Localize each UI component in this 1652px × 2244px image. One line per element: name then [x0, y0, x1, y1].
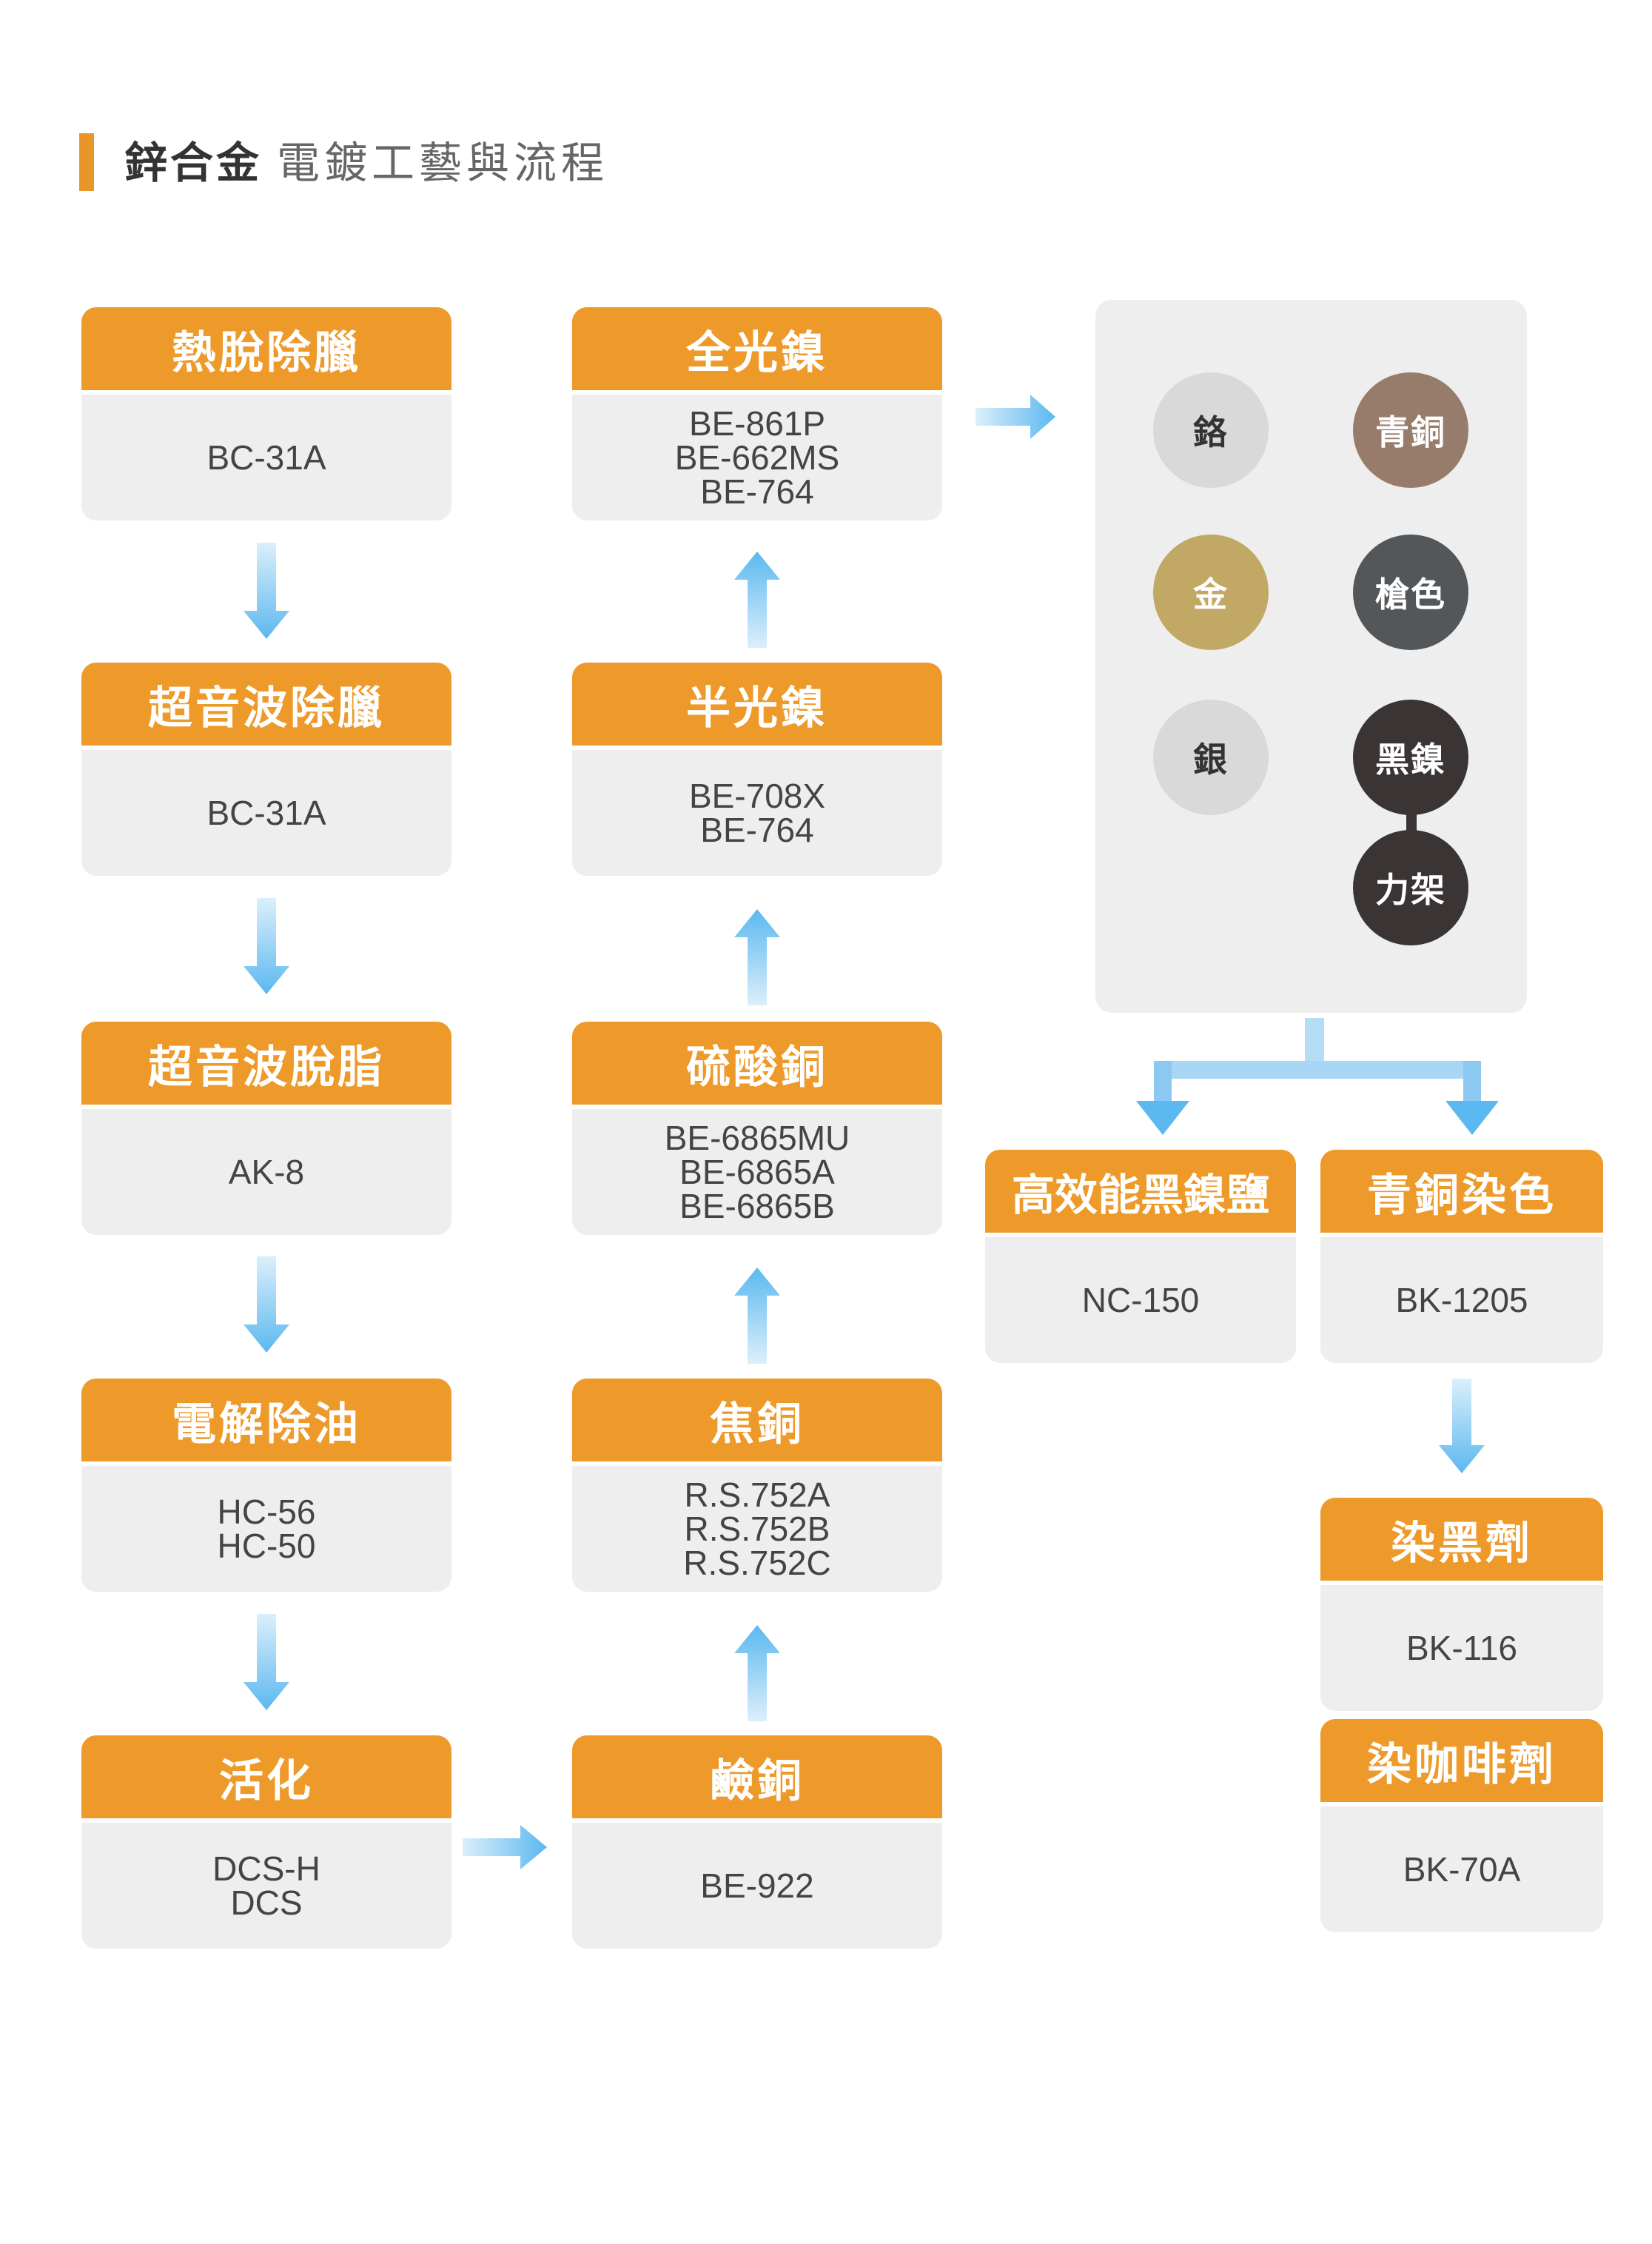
step-code: AK-8 [228, 1153, 305, 1191]
finish-silver: 銀 [1153, 700, 1269, 815]
page-title: 鋅合金電鍍工藝與流程 [124, 130, 608, 196]
step-code: BE-861P [688, 404, 826, 443]
step-code: BE-764 [700, 472, 814, 511]
step-code: BC-31A [206, 794, 326, 832]
step-card-coffee-dye: 染咖啡劑 BK-70A [1320, 1719, 1603, 1932]
step-code: NC-150 [1081, 1281, 1200, 1319]
step-codes: HC-56 HC-50 [81, 1466, 451, 1592]
step-codes: BK-1205 [1320, 1237, 1603, 1363]
finish-label: 槍色 [1375, 575, 1446, 614]
finish-label: 黑鎳 [1375, 740, 1446, 780]
finish-ligra: 力架 [1353, 830, 1468, 945]
step-code: DCS [230, 1883, 303, 1922]
step-card-ultrasonic-dewax: 超音波除臘 BC-31A [81, 663, 451, 876]
finish-chrome: 鉻 [1153, 372, 1269, 488]
step-code: BE-662MS [674, 438, 840, 477]
step-codes: BE-6865MU BE-6865A BE-6865B [572, 1109, 942, 1235]
finish-label: 金 [1193, 575, 1229, 614]
finish-label: 鉻 [1193, 412, 1229, 452]
step-card-alkaline-copper: 鹼銅 BE-922 [572, 1735, 942, 1949]
step-card-pyro-copper: 焦銅 R.S.752A R.S.752B R.S.752C [572, 1379, 942, 1592]
step-codes: DCS-H DCS [81, 1823, 451, 1949]
step-code: BE-922 [700, 1866, 814, 1905]
finish-label: 銀 [1193, 740, 1229, 780]
step-code: BE-6865MU [664, 1119, 850, 1157]
step-card-bronze-dye: 青銅染色 BK-1205 [1320, 1150, 1603, 1363]
step-title: 熱脫除臘 [81, 307, 451, 395]
step-title: 全光鎳 [572, 307, 942, 395]
step-codes: BE-922 [572, 1823, 942, 1949]
step-code: BC-31A [206, 438, 326, 477]
arrow-down-icon [244, 543, 289, 639]
finish-gold: 金 [1153, 535, 1269, 650]
step-title: 硫酸銅 [572, 1022, 942, 1109]
step-card-semi-bright-nickel: 半光鎳 BE-708X BE-764 [572, 663, 942, 876]
step-code: R.S.752B [684, 1510, 830, 1548]
step-codes: BC-31A [81, 395, 451, 520]
arrow-down-icon [244, 1256, 289, 1353]
step-codes: BK-116 [1320, 1585, 1603, 1711]
step-code: BK-116 [1406, 1629, 1518, 1667]
title-bold: 鋅合金 [124, 138, 263, 188]
step-card-bright-nickel: 全光鎳 BE-861P BE-662MS BE-764 [572, 307, 942, 520]
arrow-down-icon [244, 898, 289, 994]
step-code: R.S.752C [683, 1544, 831, 1582]
step-code: BE-6865B [679, 1187, 835, 1225]
arrow-down-icon [1439, 1379, 1485, 1473]
finish-gunmetal: 槍色 [1353, 535, 1468, 650]
step-title: 半光鎳 [572, 663, 942, 750]
title-accent-bar [79, 133, 94, 191]
title-light: 電鍍工藝與流程 [277, 138, 609, 188]
step-codes: BE-861P BE-662MS BE-764 [572, 395, 942, 520]
step-title: 電解除油 [81, 1379, 451, 1466]
arrow-up-icon [734, 1625, 780, 1721]
finish-bronze: 青銅 [1353, 372, 1468, 488]
branch-arrow-icon [1136, 1018, 1499, 1135]
step-code: DCS-H [212, 1849, 320, 1888]
step-card-activation: 活化 DCS-H DCS [81, 1735, 451, 1949]
finish-label: 力架 [1375, 870, 1446, 910]
step-title: 超音波脫脂 [81, 1022, 451, 1109]
step-card-black-dye: 染黑劑 BK-116 [1320, 1498, 1603, 1711]
step-code: BE-708X [688, 777, 826, 815]
step-code: HC-50 [217, 1527, 316, 1565]
step-codes: BK-70A [1320, 1806, 1603, 1932]
arrow-down-icon [244, 1614, 289, 1710]
step-title: 超音波除臘 [81, 663, 451, 750]
arrow-up-icon [734, 1267, 780, 1364]
arrow-up-icon [734, 909, 780, 1005]
step-code: R.S.752A [684, 1476, 830, 1514]
step-card-ultrasonic-degrease: 超音波脫脂 AK-8 [81, 1022, 451, 1235]
finish-black-nickel: 黑鎳 [1353, 700, 1468, 815]
arrow-up-icon [734, 552, 780, 648]
step-card-acid-copper: 硫酸銅 BE-6865MU BE-6865A BE-6865B [572, 1022, 942, 1235]
step-title: 焦銅 [572, 1379, 942, 1466]
step-title: 活化 [81, 1735, 451, 1823]
step-codes: BE-708X BE-764 [572, 750, 942, 876]
step-codes: NC-150 [985, 1237, 1296, 1363]
arrow-right-icon [976, 395, 1055, 439]
step-code: BK-70A [1403, 1850, 1521, 1889]
step-card-thermal-dewax: 熱脫除臘 BC-31A [81, 307, 451, 520]
step-title: 青銅染色 [1320, 1150, 1603, 1237]
step-code: BK-1205 [1395, 1281, 1528, 1319]
step-codes: AK-8 [81, 1109, 451, 1235]
step-codes: BC-31A [81, 750, 451, 876]
step-code: HC-56 [217, 1493, 316, 1531]
step-codes: R.S.752A R.S.752B R.S.752C [572, 1466, 942, 1592]
arrow-right-icon [463, 1825, 547, 1869]
step-title: 鹼銅 [572, 1735, 942, 1823]
step-card-black-nickel-salt: 高效能黑鎳鹽 NC-150 [985, 1150, 1296, 1363]
step-title: 染咖啡劑 [1320, 1719, 1603, 1806]
finish-label: 青銅 [1375, 412, 1446, 452]
step-title: 染黑劑 [1320, 1498, 1603, 1585]
step-title: 高效能黑鎳鹽 [985, 1150, 1296, 1237]
step-code: BE-764 [700, 811, 814, 849]
step-code: BE-6865A [679, 1153, 835, 1191]
step-card-electrolytic-degrease: 電解除油 HC-56 HC-50 [81, 1379, 451, 1592]
